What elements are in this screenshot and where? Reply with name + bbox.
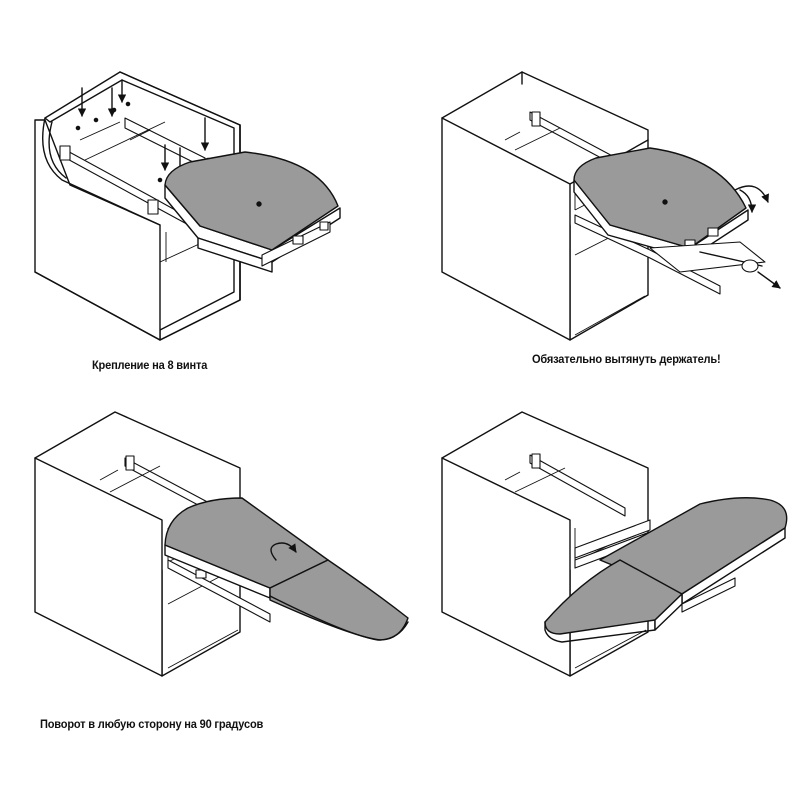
ironing-board-rotated-4 [544, 497, 788, 643]
holder-bar [649, 185, 781, 289]
panel-3-rotate-90 [34, 411, 409, 677]
panel-4-rotated-board [441, 411, 788, 677]
caption-rotate-90: Поворот в любую сторону на 90 градусов [40, 717, 264, 731]
cabinet-3 [34, 411, 271, 677]
caption-screw-mounting: Крепление на 8 винта [92, 358, 208, 372]
ironing-board-folded-1 [164, 151, 341, 273]
panel-1-screw-mounting [34, 71, 341, 341]
caption-pull-out-holder: Обязательно вытянуть держатель! [532, 352, 721, 366]
cabinet-4 [441, 411, 656, 677]
ironing-board-extended-3 [164, 497, 409, 641]
cabinet-2 [441, 71, 721, 341]
ironing-board-folded-2 [573, 147, 749, 259]
panel-2-pull-out-holder [441, 71, 781, 341]
